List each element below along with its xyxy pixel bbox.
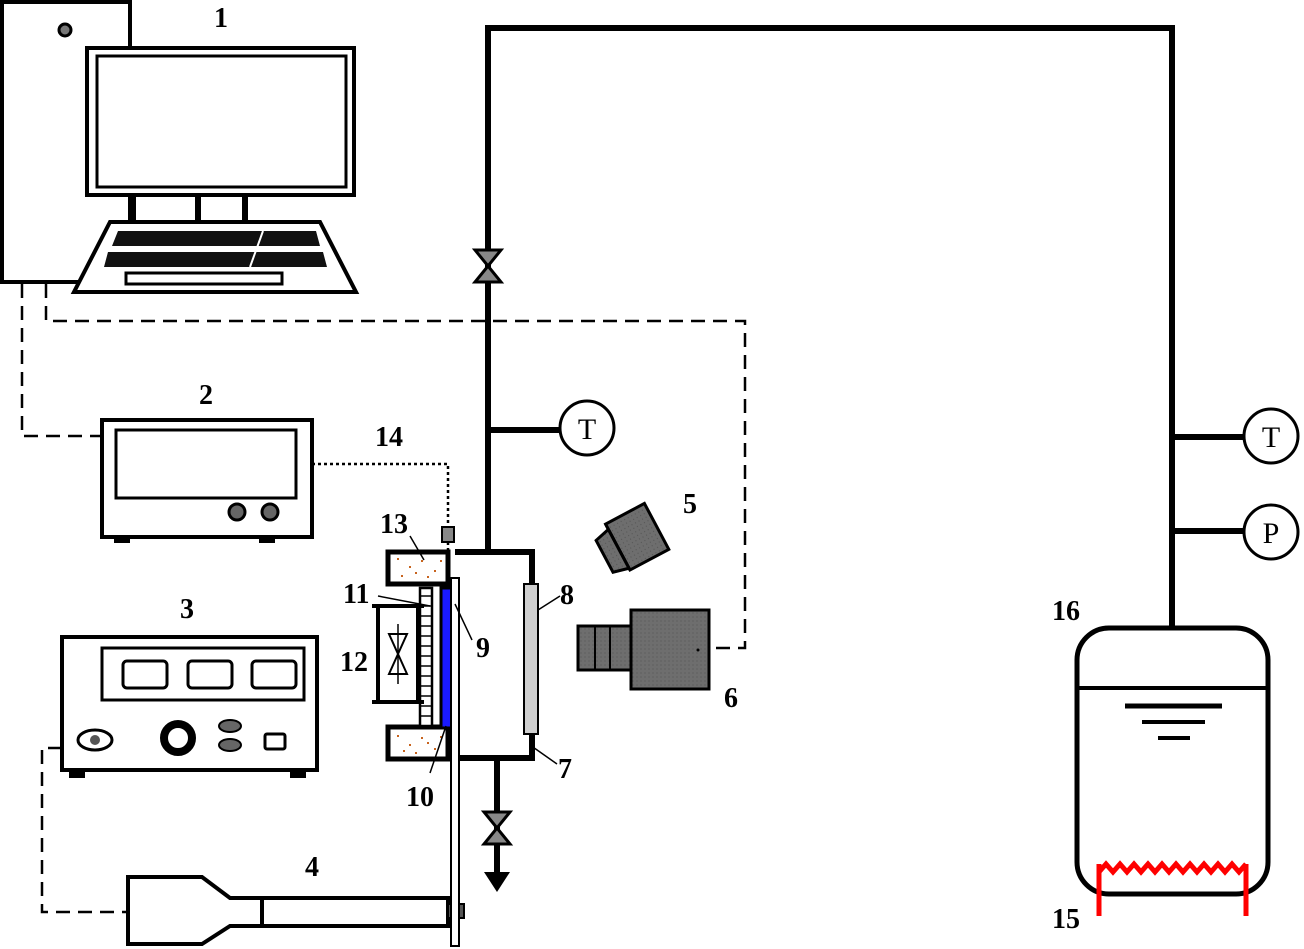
- leader-9: [454, 603, 473, 641]
- light-source-ridge: [604, 523, 632, 571]
- power-supply-foot-left: [69, 770, 85, 778]
- tank-temperature-gauge: [1242, 407, 1300, 465]
- light-source: [594, 501, 671, 574]
- label-7: 7: [558, 754, 572, 785]
- valve-drain-upper: [480, 810, 514, 831]
- power-supply-foot-right: [290, 770, 306, 778]
- chamber-window: [523, 583, 539, 735]
- power-dial-icon: [160, 720, 196, 756]
- arrow-down-icon: [484, 872, 510, 892]
- heater-coil: [1096, 860, 1249, 916]
- camera: 6: [576, 608, 738, 714]
- camera-lens: [576, 624, 633, 672]
- camera-body: [629, 608, 711, 691]
- controller-knob-2-icon: [260, 502, 280, 522]
- chamber-wall: [455, 549, 535, 761]
- test-chamber: [372, 549, 539, 947]
- valve-top-lower: [471, 263, 505, 284]
- tank: 16: [1052, 596, 1271, 897]
- label-1: 1: [214, 3, 228, 34]
- valve-top-upper: [471, 248, 505, 269]
- leader-lines: [377, 535, 561, 774]
- chamber-temperature-gauge: [558, 399, 616, 457]
- computer: 1: [0, 0, 360, 294]
- label-3: 3: [180, 594, 194, 625]
- signal-line-power-handle: [40, 746, 128, 914]
- switch-1: [218, 719, 242, 733]
- leader-11: [377, 595, 431, 607]
- valve-icon: [471, 248, 505, 284]
- meter-2: [186, 659, 234, 690]
- label-12: 12: [340, 647, 368, 678]
- label-16: 16: [1052, 596, 1080, 627]
- keyboard-divider: [249, 230, 264, 268]
- label-2: 2: [199, 380, 213, 411]
- switch-2: [218, 738, 242, 752]
- power-supply: 3: [60, 594, 319, 778]
- valve-drain-lower: [480, 825, 514, 846]
- controller-knob-1-icon: [227, 502, 247, 522]
- signal-line-computer-camera: [44, 284, 747, 650]
- label-13: 13: [380, 509, 408, 540]
- controller: 2: [100, 380, 314, 543]
- label-6: 6: [724, 683, 738, 714]
- meter-3: [250, 659, 298, 690]
- leader-7: [529, 744, 558, 765]
- keyboard-keys-1: [112, 231, 320, 246]
- probe-rod: [450, 577, 460, 947]
- handle-probe: 4: [126, 852, 465, 946]
- leader-8: [537, 595, 561, 611]
- pipe-main-loop: [485, 25, 1175, 628]
- label-8: 8: [560, 580, 574, 611]
- signal-line-computer-controller: [20, 284, 102, 438]
- keyboard-spacebar: [124, 271, 284, 286]
- monitor-stand-right: [242, 195, 248, 221]
- heater-coil-zigzag: [1097, 860, 1248, 876]
- label-11: 11: [343, 579, 369, 610]
- label-5: 5: [683, 489, 697, 520]
- controller-foot-left: [114, 537, 130, 543]
- tank-body: [1074, 625, 1271, 897]
- keyboard-keys-2: [104, 252, 327, 267]
- tank-temperature-label: T: [1262, 421, 1280, 454]
- tank-pressure-label: P: [1263, 517, 1280, 550]
- label-10: 10: [406, 782, 434, 813]
- handle-body: [126, 875, 450, 946]
- valve-icon-drain: [480, 810, 514, 846]
- power-button-icon: [57, 22, 73, 38]
- tank-pressure-gauge: [1242, 503, 1300, 561]
- controller-foot-right: [259, 537, 275, 543]
- label-15: 15: [1052, 904, 1080, 935]
- monitor-stand-left: [130, 195, 136, 221]
- thermocouple-connector: [441, 526, 455, 543]
- insulation-dots: [397, 558, 442, 754]
- label-14: 14: [375, 422, 403, 453]
- monitor-screen: [95, 54, 348, 189]
- leader-10: [429, 725, 447, 774]
- meter-1: [121, 659, 169, 690]
- monitor-stand-mid: [195, 195, 201, 221]
- eye-pupil: [90, 735, 100, 745]
- label-4: 4: [305, 852, 319, 883]
- label-9: 9: [476, 633, 490, 664]
- leader-13: [409, 535, 425, 561]
- power-socket: [263, 732, 287, 751]
- insulation-bottom: [385, 724, 451, 762]
- camera-indicator: [696, 648, 700, 652]
- chamber-temperature-label: T: [578, 413, 596, 446]
- insulation-top: [385, 549, 451, 587]
- controller-display: [114, 428, 298, 500]
